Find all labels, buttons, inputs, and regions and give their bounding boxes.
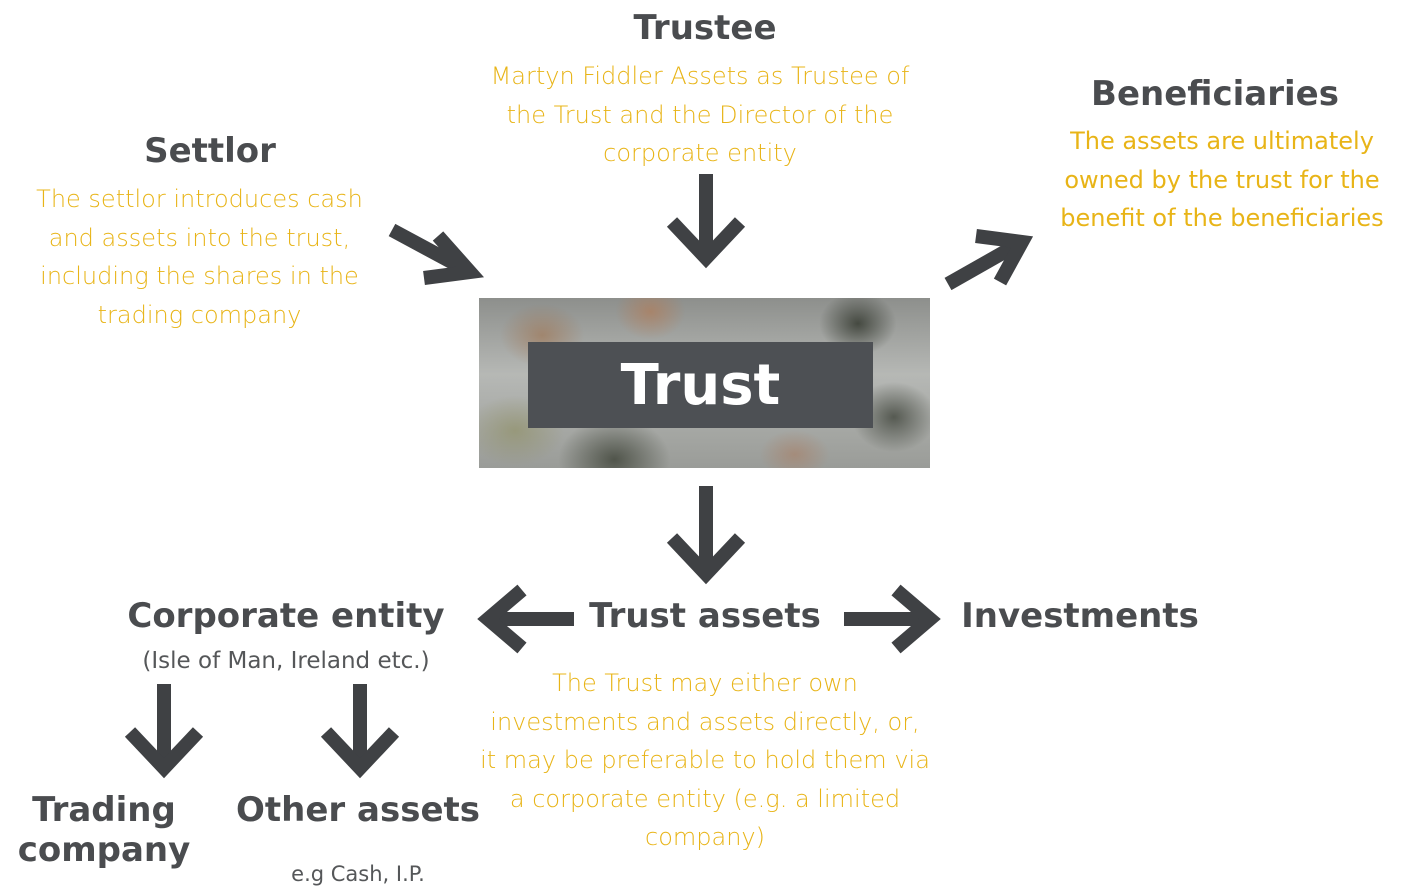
corporate-entity-title: Corporate entity bbox=[127, 596, 445, 636]
other-assets-title: Other assets bbox=[236, 790, 480, 830]
arrow-trust-to-assets-icon bbox=[666, 486, 746, 585]
trust-assets-description: The Trust may either own investments and… bbox=[480, 669, 930, 851]
arrow-corporate-to-other-assets-icon bbox=[320, 684, 400, 779]
other-assets-subtitle: e.g Cash, I.P. bbox=[291, 862, 425, 886]
arrow-settlor-to-trust-icon bbox=[388, 223, 485, 285]
arrow-corporate-to-trading-icon bbox=[124, 684, 204, 779]
beneficiaries-description: The assets are ultimately owned by the t… bbox=[1060, 127, 1384, 232]
trustee-title: Trustee bbox=[633, 8, 777, 48]
arrow-assets-to-investments-icon bbox=[844, 584, 941, 654]
corporate-entity-subtitle: (Isle of Man, Ireland etc.) bbox=[142, 648, 430, 674]
trust-label-box: Trust bbox=[528, 342, 873, 428]
arrow-assets-to-corporate-icon bbox=[477, 584, 574, 654]
beneficiaries-title: Beneficiaries bbox=[1091, 74, 1339, 114]
settlor-description: The settlor introduces cash and assets i… bbox=[36, 185, 363, 329]
trust-assets-title: Trust assets bbox=[589, 596, 821, 636]
trust-label: Trust bbox=[620, 352, 781, 418]
investments-title: Investments bbox=[961, 596, 1199, 636]
arrow-trustee-to-trust-icon bbox=[666, 174, 746, 269]
arrow-trust-to-beneficiaries-icon bbox=[944, 229, 1034, 291]
trading-company-title: Trading company bbox=[17, 790, 191, 870]
settlor-title: Settlor bbox=[144, 131, 276, 171]
trustee-description: Martyn Fiddler Assets as Trustee of the … bbox=[490, 62, 910, 167]
